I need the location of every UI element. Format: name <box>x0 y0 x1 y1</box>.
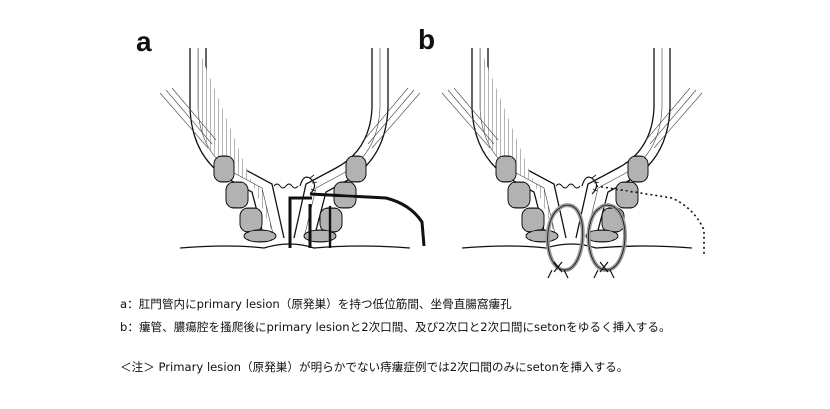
caption-b: b：瘻管、膿瘍腔を搔爬後にprimary lesionと2次口間、及び2次口と2… <box>120 320 671 334</box>
panel-b-label: b <box>418 24 436 55</box>
caption-note: ＜注＞ Primary lesion（原発巣）が明らかでない痔瘻症例では2次口間… <box>120 360 629 374</box>
panel-a-label: a <box>136 26 152 57</box>
caption-a: a：肛門管内にprimary lesion（原発巣）を持つ低位筋間、坐骨直腸窩瘻… <box>120 297 512 311</box>
anatomy-figure <box>159 47 705 279</box>
panel-b-drawing <box>441 47 705 279</box>
panel-a-drawing <box>159 47 426 249</box>
